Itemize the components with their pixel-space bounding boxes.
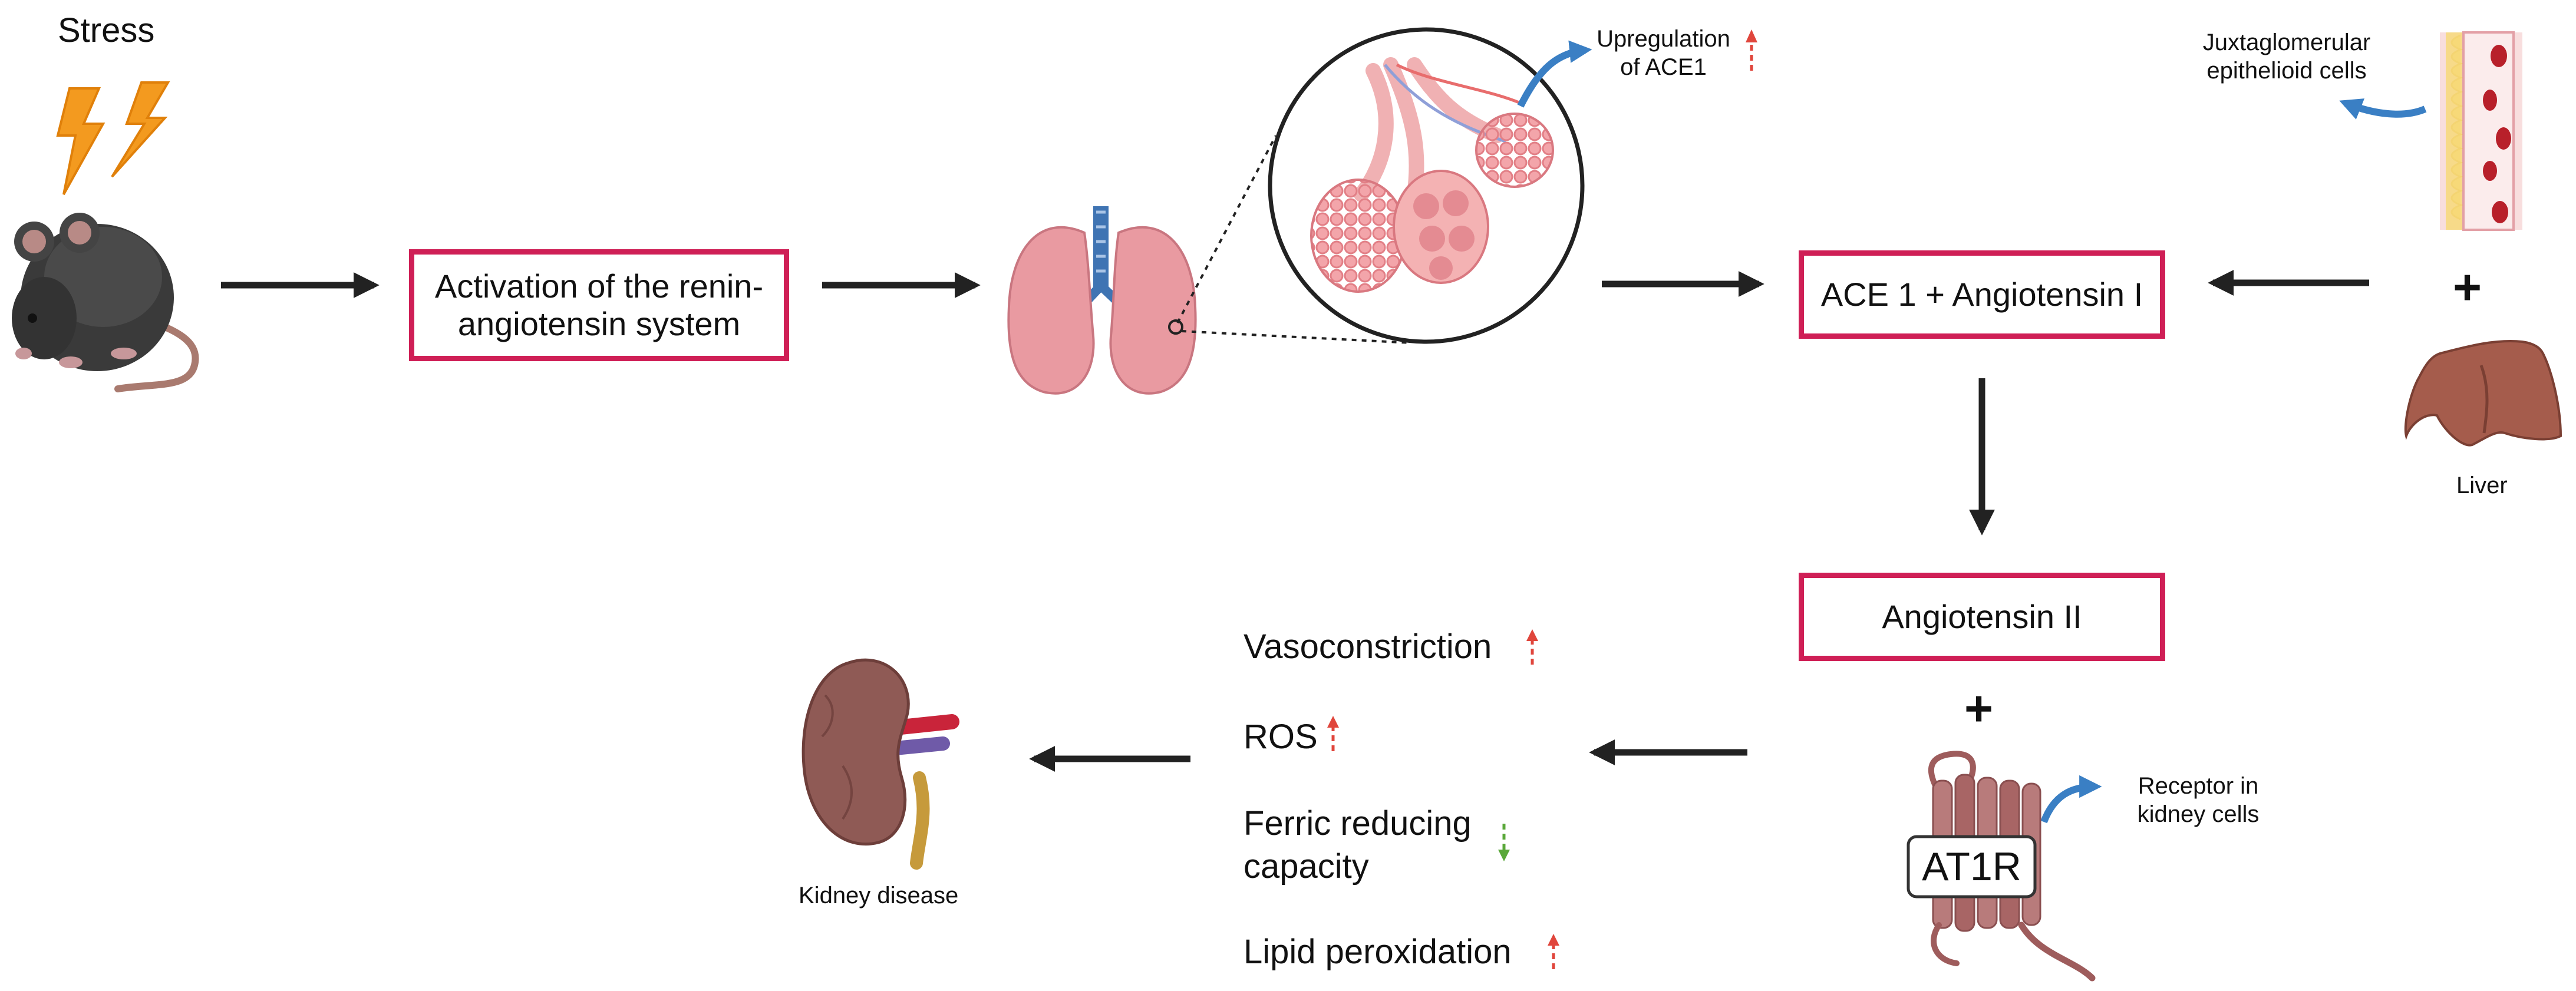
ace-angiotensin-box: ACE 1 + Angiotensin I [1799,250,2165,339]
plus-sign-liver: + [2453,259,2482,315]
ace-box-label: ACE 1 + Angiotensin I [1820,275,2143,313]
upregulation-increase-indicator [1746,29,1757,71]
kidney-disease-label: Kidney disease [799,883,959,909]
effect-ros: ROS [1244,716,1318,759]
effect-label: Ferric reducing [1244,804,1472,843]
ras-box-line2: angiotensin system [457,305,741,342]
effect-ferric-reducing: Ferric reducing capacity [1244,802,1472,888]
effect-label: Vasoconstriction [1244,627,1492,666]
stress-label: Stress [58,11,155,49]
lungs-icon [1007,206,1197,395]
liver-icon [2404,340,2562,447]
effect-label-line2: capacity [1244,847,1369,886]
curved-arrow-receptor [2040,775,2102,824]
lightning-icon [56,81,170,195]
plus-sign-receptor: + [1964,681,1994,736]
receptor-line1: Receptor in [2138,773,2259,799]
upregulation-line1: Upregulation [1597,26,1730,52]
juxta-line1: Juxtaglomerular [2202,29,2371,55]
receptor-line2: kidney cells [2137,801,2260,827]
kidney-icon [802,658,959,870]
zoom-lines [1176,135,1412,344]
ras-activation-box: Activation of the renin- angiotensin sys… [409,249,789,361]
curved-arrow-juxta [2339,98,2427,120]
effect-label: Lipid peroxidation [1244,933,1512,971]
receptor-protein-icon [1907,751,2096,982]
effect-lipid-peroxidation: Lipid peroxidation [1244,931,1512,974]
ang2-box-label: Angiotensin II [1882,597,2082,635]
angiotensin-ii-box: Angiotensin II [1799,573,2165,661]
alveoli-icon [1268,27,1585,344]
at1r-label: AT1R [1922,844,2021,889]
curved-arrow-upregulation [1517,40,1592,108]
juxtaglomerular-label: Juxtaglomerular epithelioid cells [2181,28,2393,85]
upregulation-line2: of ACE1 [1620,54,1707,80]
ras-box-line1: Activation of the renin- [434,267,764,305]
mouse-icon [12,213,199,392]
effect-label: ROS [1244,718,1318,756]
blood-vessel-icon [2440,31,2522,231]
juxta-line2: epithelioid cells [2206,58,2367,84]
receptor-label: Receptor in kidney cells [2107,772,2290,828]
effect-vasoconstriction: Vasoconstriction [1244,626,1492,669]
liver-label: Liver [2456,473,2508,498]
upregulation-label: Upregulation of ACE1 [1588,25,1739,81]
